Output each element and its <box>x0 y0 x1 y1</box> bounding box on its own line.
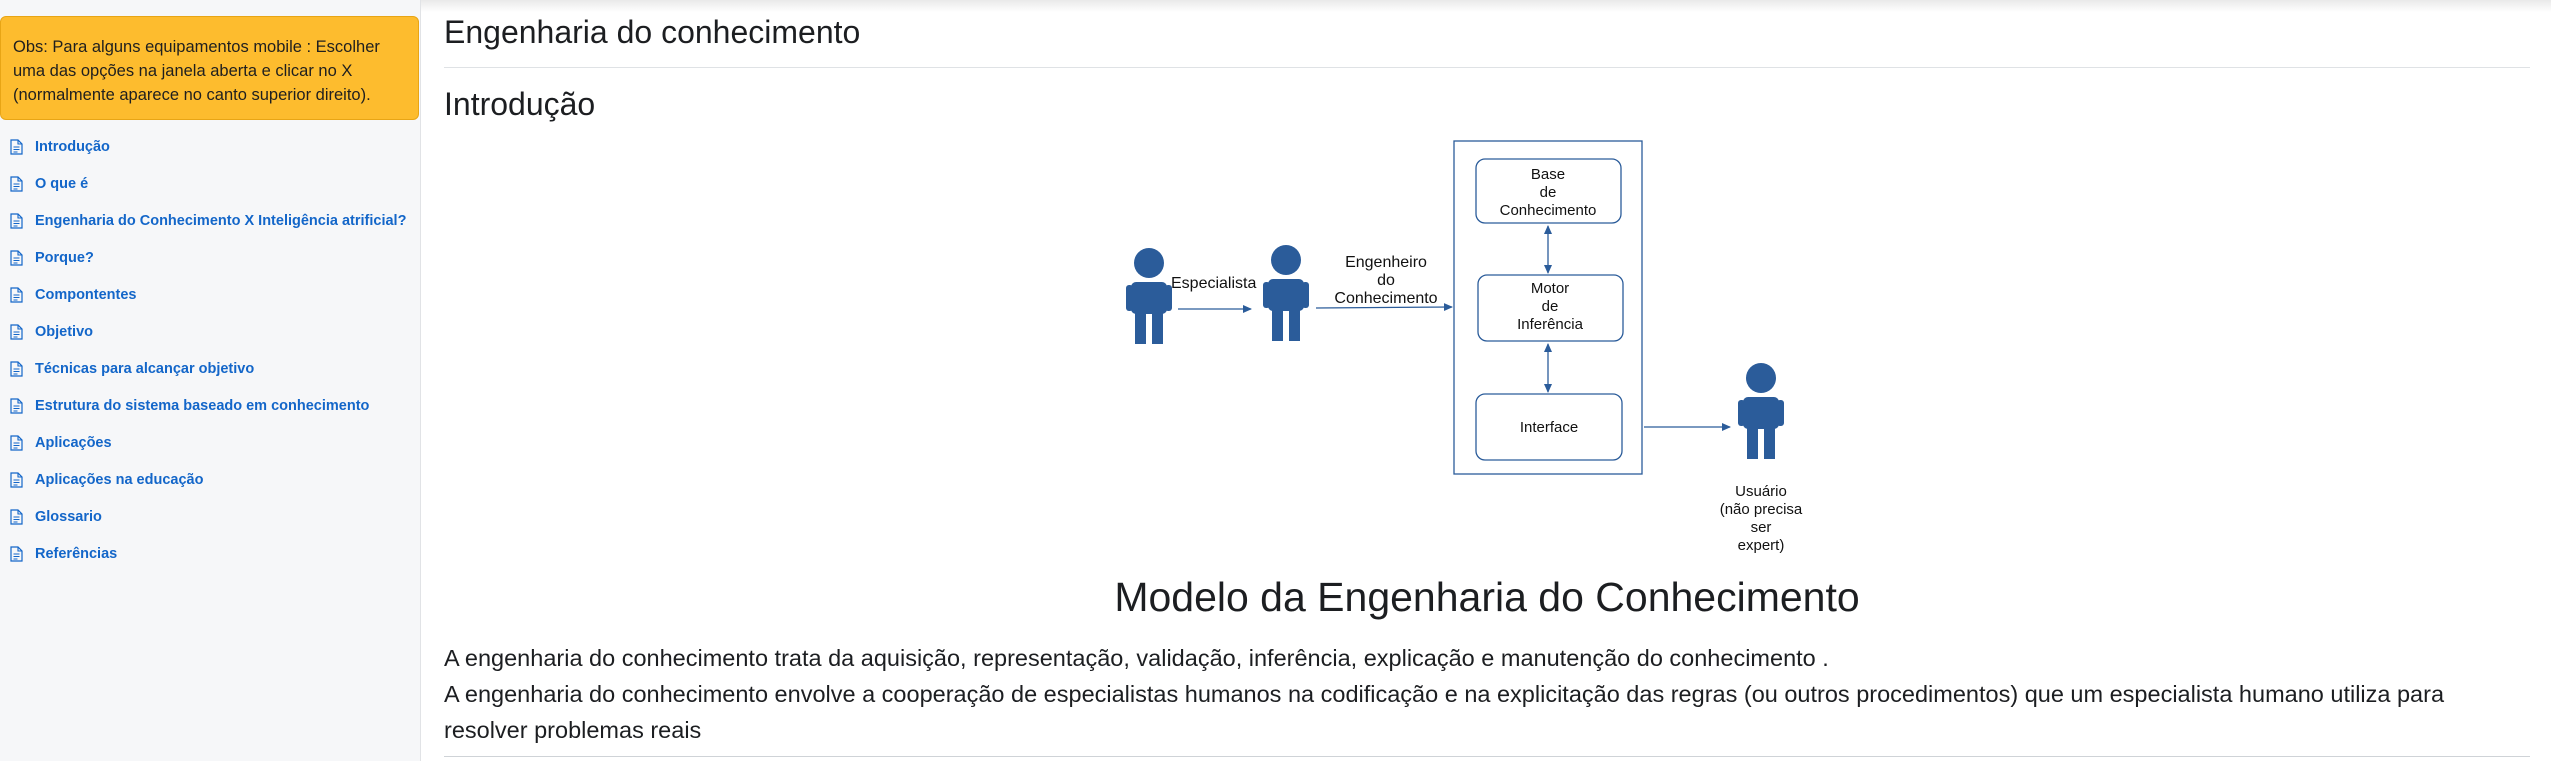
document-icon <box>10 434 23 451</box>
sidebar-item-label: Aplicações na educação <box>35 471 204 488</box>
sidebar-item-label: Engenharia do Conhecimento X Inteligênci… <box>35 212 407 229</box>
sidebar-item-glossario[interactable]: Glossario <box>10 498 415 535</box>
document-icon <box>10 212 23 229</box>
document-icon <box>10 360 23 377</box>
sidebar-item-label: Introdução <box>35 138 110 155</box>
sidebar-nav: Introdução O que é Engenharia do Conheci… <box>10 128 415 572</box>
sidebar-item-aplicacoes-educacao[interactable]: Aplicações na educação <box>10 461 415 498</box>
paragraph-1: A engenharia do conhecimento trata da aq… <box>444 645 1829 671</box>
sidebar-item-label: Aplicações <box>35 434 112 451</box>
sidebar-item-introducao[interactable]: Introdução <box>10 128 415 165</box>
motor-label-line1: Motor <box>1531 280 1569 297</box>
sidebar-item-tecnicas[interactable]: Técnicas para alcançar objetivo <box>10 350 415 387</box>
knowledge-system-frame <box>1453 140 1643 475</box>
sidebar-item-componentes[interactable]: Compontentes <box>10 276 415 313</box>
top-shadow <box>0 0 2551 12</box>
mobile-notice: Obs: Para alguns equipamentos mobile : E… <box>0 16 419 120</box>
document-icon <box>10 397 23 414</box>
sidebar-item-label: Técnicas para alcançar objetivo <box>35 360 255 377</box>
base-label-line3: Conhecimento <box>1500 202 1597 219</box>
sidebar-item-porque[interactable]: Porque? <box>10 239 415 276</box>
base-label-line1: Base <box>1531 166 1565 183</box>
especialista-label: Especialista <box>1171 275 1256 292</box>
sidebar-item-label: Objetivo <box>35 323 94 340</box>
interface-box <box>1475 393 1623 461</box>
main-content: Engenharia do conhecimento Introdução Es… <box>444 0 2530 761</box>
sidebar-item-label: Compontentes <box>35 286 137 303</box>
usuario-label-line3: ser <box>1751 519 1772 536</box>
sidebar: Obs: Para alguns equipamentos mobile : E… <box>0 0 421 761</box>
document-icon <box>10 249 23 266</box>
base-conhecimento-box <box>1475 158 1622 224</box>
engenheiro-label-line1: Engenheiro <box>1345 254 1427 271</box>
motor-label-line3: Inferência <box>1517 316 1584 333</box>
usuario-label-line1: Usuário <box>1735 483 1787 500</box>
sidebar-item-ec-x-ia[interactable]: Engenharia do Conhecimento X Inteligênci… <box>10 202 415 239</box>
document-icon <box>10 175 23 192</box>
document-icon <box>10 138 23 155</box>
sidebar-item-label: Porque? <box>35 249 94 266</box>
document-icon <box>10 545 23 562</box>
title-divider <box>444 67 2530 68</box>
base-label-line2: de <box>1540 184 1557 201</box>
usuario-person-icon <box>1738 363 1784 459</box>
sidebar-item-aplicacoes[interactable]: Aplicações <box>10 424 415 461</box>
sidebar-item-o-que-e[interactable]: O que é <box>10 165 415 202</box>
sidebar-item-label: O que é <box>35 175 89 192</box>
diagram-caption: Modelo da Engenharia do Conhecimento <box>1114 574 1860 620</box>
especialista-person-icon <box>1126 248 1172 344</box>
section-title: Introdução <box>444 86 596 122</box>
engenheiro-label-line2: do <box>1377 272 1395 289</box>
document-icon <box>10 508 23 525</box>
sidebar-item-objetivo[interactable]: Objetivo <box>10 313 415 350</box>
knowledge-engineering-diagram: Especialista Engenheiro do Conhecimento … <box>1126 140 1803 554</box>
interface-label: Interface <box>1520 419 1578 436</box>
bottom-divider <box>444 756 2530 757</box>
motor-label-line2: de <box>1542 298 1559 315</box>
engenheiro-label-line3: Conhecimento <box>1334 290 1437 307</box>
usuario-label-line2: (não precisa <box>1720 501 1803 518</box>
document-icon <box>10 286 23 303</box>
document-icon <box>10 471 23 488</box>
usuario-label-line4: expert) <box>1738 537 1785 554</box>
motor-inferencia-box <box>1477 274 1624 342</box>
paragraph-2: A engenharia do conhecimento envolve a c… <box>444 681 2445 743</box>
document-icon <box>10 323 23 340</box>
page-title: Engenharia do conhecimento <box>444 14 861 50</box>
sidebar-item-label: Estrutura do sistema baseado em conhecim… <box>35 397 370 414</box>
sidebar-item-estrutura[interactable]: Estrutura do sistema baseado em conhecim… <box>10 387 415 424</box>
engenheiro-person-icon <box>1263 245 1309 341</box>
sidebar-item-label: Referências <box>35 545 118 562</box>
sidebar-item-label: Glossario <box>35 508 102 525</box>
arrow-engenheiro-sistema <box>1315 303 1453 312</box>
sidebar-item-referencias[interactable]: Referências <box>10 535 415 572</box>
